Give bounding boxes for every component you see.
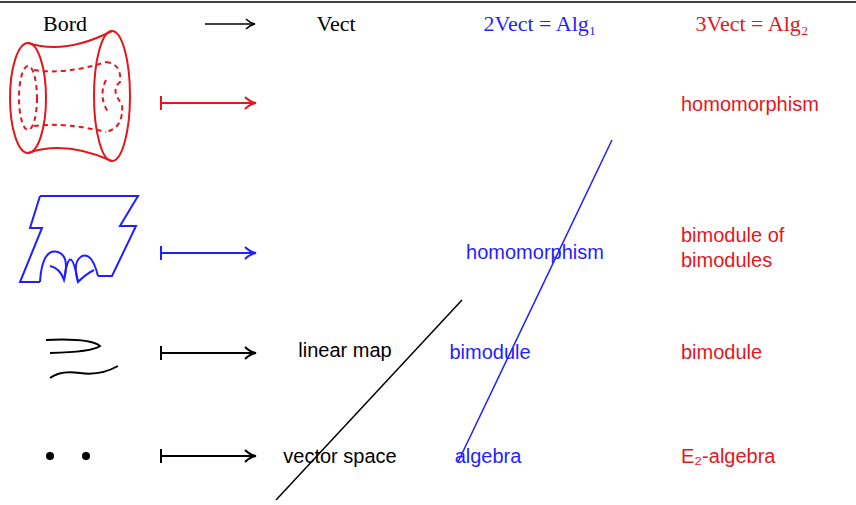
cell-text: homomorphism <box>466 240 604 265</box>
cell-text: algebra <box>455 444 522 469</box>
strike-line <box>458 140 612 462</box>
header-arrow <box>205 19 255 29</box>
cell-text: homomorphism <box>681 92 819 117</box>
cell-text: bimodule of bimodules <box>681 223 821 273</box>
column-header: 2Vect = Alg₁ <box>484 10 597 38</box>
curves-1d <box>46 340 118 378</box>
cell-text: vector space <box>283 444 396 469</box>
mapsto-arrow <box>161 96 256 110</box>
column-header: 3Vect = Alg₂ <box>696 10 809 38</box>
surface-2d <box>20 196 138 282</box>
mapsto-arrow <box>161 449 256 463</box>
cell-text: linear map <box>298 338 391 363</box>
mapsto-arrow <box>161 246 256 260</box>
strike-line <box>276 300 462 500</box>
cell-text: bimodule <box>449 340 530 365</box>
mapsto-arrow <box>161 346 256 360</box>
points-0d <box>46 452 90 460</box>
cell-text: bimodule <box>681 340 762 365</box>
cobordism-3d <box>10 31 130 161</box>
column-header: Bord <box>43 10 87 38</box>
top-rule <box>0 1 856 3</box>
column-header: Vect <box>316 10 355 38</box>
cell-text: E₂-algebra <box>681 444 775 469</box>
